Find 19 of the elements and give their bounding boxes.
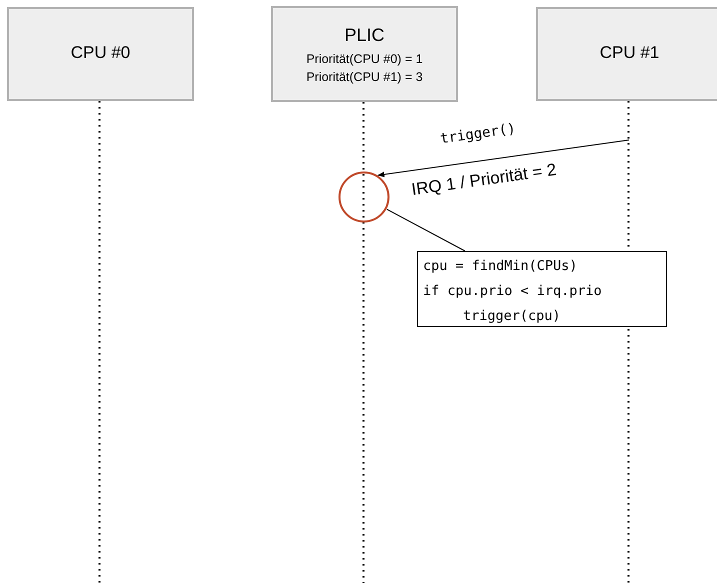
highlight-circle	[338, 171, 390, 223]
participant-name: CPU #0	[70, 43, 130, 63]
priority-text: Priorität(CPU #1) = 3	[306, 70, 423, 84]
message-label: IRQ 1 / Priorität = 2	[410, 160, 558, 200]
participant-box	[271, 6, 458, 102]
priority-text: Priorität(CPU #0) = 1	[306, 52, 423, 66]
participant-name: PLIC	[344, 24, 385, 46]
leader-line	[386, 208, 466, 252]
participant-box	[536, 7, 717, 101]
lifeline	[98, 101, 100, 583]
code-note	[417, 251, 667, 327]
code-line: if cpu.prio < irq.prio	[423, 282, 602, 301]
code-line: cpu = findMin(CPUs)	[423, 257, 578, 276]
lifeline	[362, 102, 364, 583]
participant-box	[7, 7, 194, 101]
edge-label: trigger()	[439, 120, 517, 148]
code-line: trigger(cpu)	[462, 307, 561, 326]
participant-name: CPU #1	[600, 43, 660, 63]
message-arrow	[377, 140, 630, 178]
